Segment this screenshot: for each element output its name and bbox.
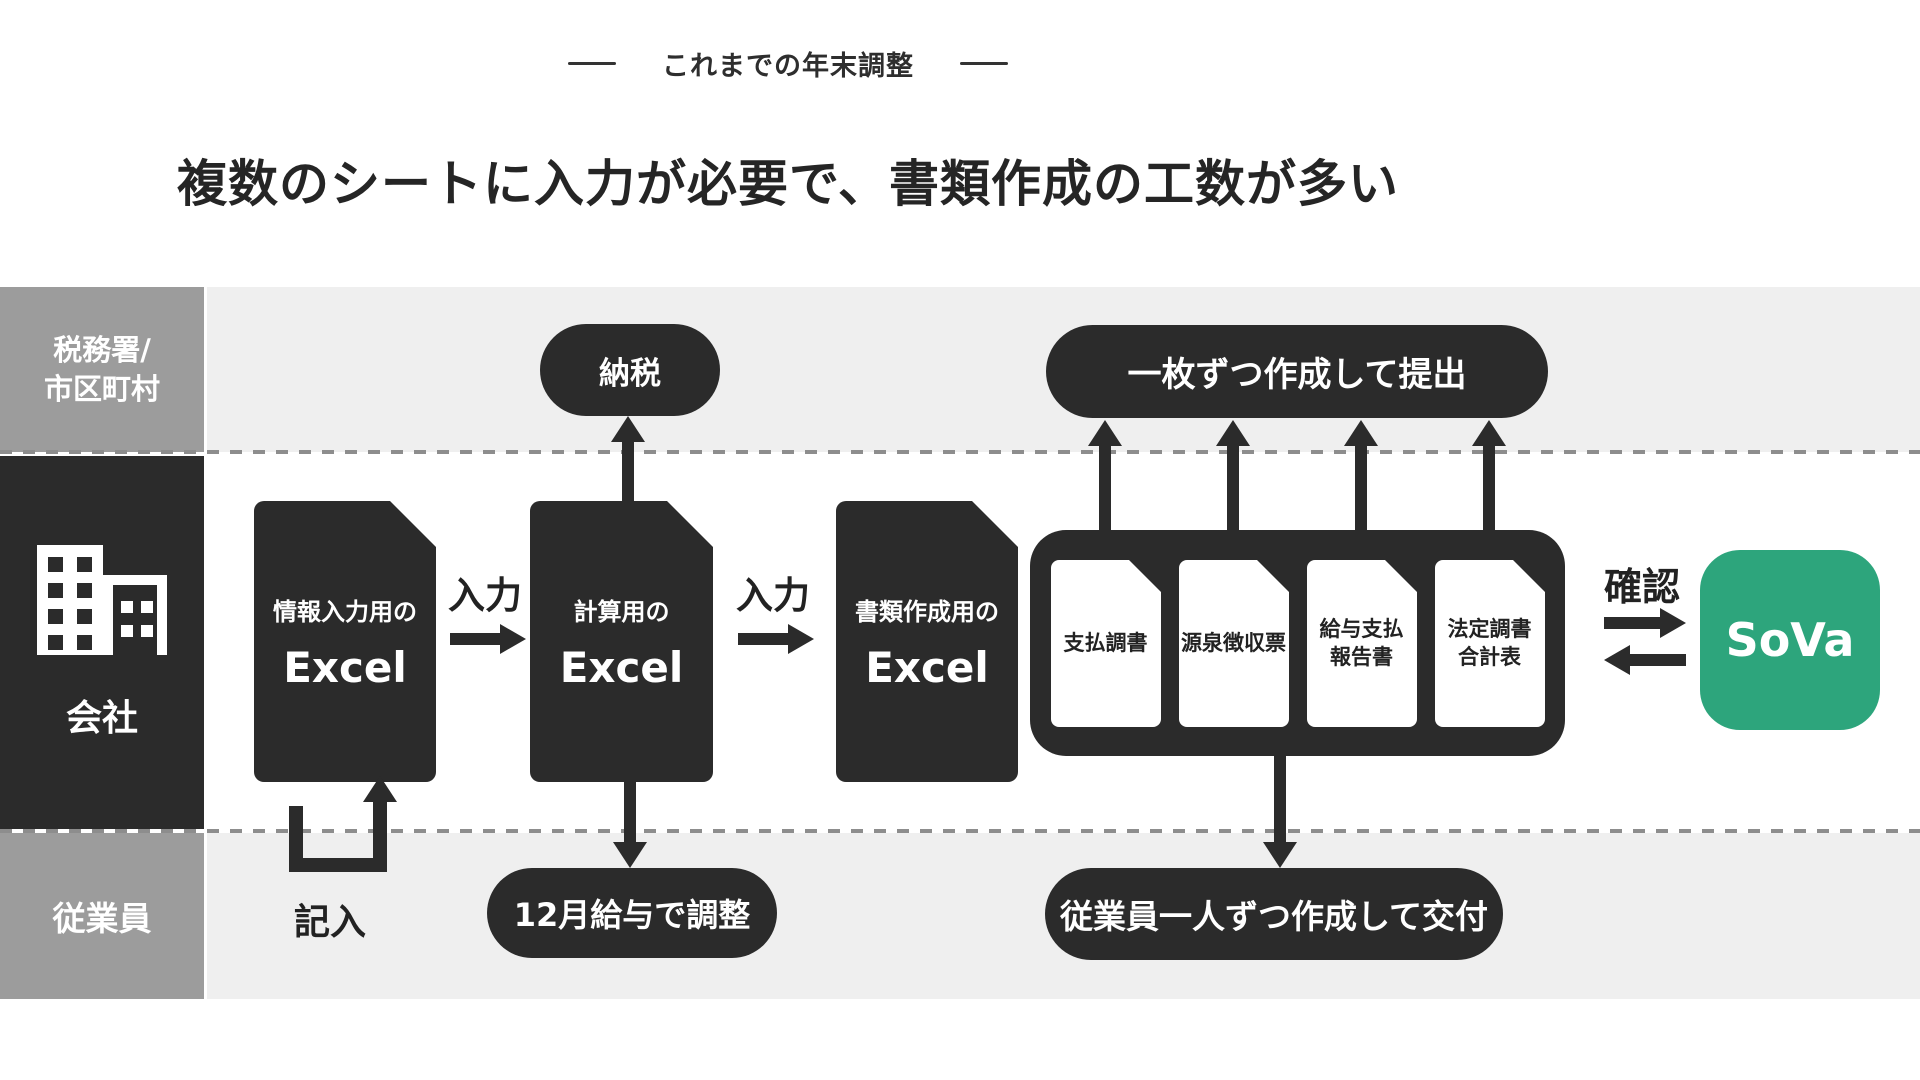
loop-right-shaft [373,800,387,872]
arrow-head-down [613,842,647,868]
page-fold-icon [1256,559,1289,592]
header: これまでの年末調整 [0,44,1576,82]
arrow-shaft [1604,617,1660,629]
document-gensen-choshuhyo: 源泉徴収票 [1178,559,1289,727]
excel-doc-line1: 書類作成用の [855,597,999,626]
tax-payment-label: 納税 [599,355,661,392]
page-fold-icon [390,501,436,547]
sidebar-company-label: 会社 [65,697,138,739]
header-dash-left [568,61,616,65]
arrow-head-up [1216,420,1250,446]
document-label: 給与支払 [1319,616,1404,641]
sidebar-row-tax-office: 税務署/ 市区町村 [0,287,204,452]
document-shiharai-chosho: 支払調書 [1050,559,1161,727]
sidebar-row-employee: 従業員 [0,833,204,999]
page-fold-icon [1128,559,1161,592]
document-label: 支払調書 [1063,630,1148,655]
arrow-head-right [1660,608,1686,638]
input-label-left: 入力 [448,574,522,617]
arrow-head-up [611,416,645,442]
confirm-label: 確認 [1603,565,1680,609]
adjust-pill: 12月給与で調整 [487,868,777,958]
documents-container: 支払調書 源泉徴収票 給与支払 報告書 法定調書 合計表 [1030,530,1565,756]
excel-input-line2: Excel [283,642,407,692]
arrow-head-up [363,776,397,802]
excel-input-line1: 情報入力用の [273,597,417,626]
sidebar-row-company: 会社 [0,456,204,829]
row-divider-top [0,450,1920,454]
arrow-shaft [1274,756,1286,844]
arrow-shaft [1355,444,1367,530]
document-kyuyo-shiharai-hokokusho: 給与支払 報告書 [1306,559,1417,727]
sidebar-employee-label: 従業員 [52,899,152,938]
page-fold-icon [1512,559,1545,592]
arrow-shaft [1483,444,1495,530]
sova-box: SoVa [1700,550,1880,730]
row-divider-bottom [0,829,1920,833]
submit-label: 一枚ずつ作成して提出 [1127,355,1467,395]
header-dash-right [960,61,1008,65]
document-label-line2: 合計表 [1458,645,1521,669]
excel-calc-box: 計算用の Excel [530,501,713,782]
deliver-label: 従業員一人ずつ作成して交付 [1059,897,1488,936]
arrow-head-up [1472,420,1506,446]
header-label: これまでの年末調整 [662,50,914,82]
sova-label: SoVa [1725,613,1855,667]
excel-calc-line2: Excel [559,642,684,692]
document-label: 法定調書 [1447,616,1532,641]
arrow-head-right [788,624,814,654]
arrow-head-down [1263,842,1297,868]
tax-payment-pill: 納税 [540,324,720,416]
arrow-head-left [1604,645,1630,675]
arrow-head-up [1088,420,1122,446]
arrow-shaft [738,633,788,645]
page-title: 複数のシートに入力が必要で、書類作成の工数が多い [177,155,1399,213]
input-label-right: 入力 [736,574,810,617]
arrow-shaft [1099,444,1111,530]
arrow-shaft [450,633,500,645]
page-fold-icon [667,501,713,547]
excel-input-box: 情報入力用の Excel [254,501,436,782]
adjust-label: 12月給与で調整 [513,896,751,934]
arrow-head-up [1344,420,1378,446]
arrow-shaft [624,782,636,844]
deliver-pill: 従業員一人ずつ作成して交付 [1045,868,1503,960]
document-label-line2: 報告書 [1330,645,1393,669]
page-fold-icon [1384,559,1417,592]
excel-doc-box: 書類作成用の Excel [836,501,1018,782]
loop-bottom-shaft [289,858,387,872]
document-hotei-chosho-gokeihyo: 法定調書 合計表 [1434,559,1545,727]
arrow-shaft [1630,654,1686,666]
arrow-shaft [622,440,634,501]
excel-doc-line2: Excel [865,642,989,692]
arrow-head-right [500,624,526,654]
document-label: 源泉徴収票 [1181,630,1286,655]
excel-calc-line1: 計算用の [573,597,670,626]
sidebar-tax-office-line2: 市区町村 [43,371,160,406]
sidebar-tax-office-line1: 税務署/ [53,333,151,368]
page-fold-icon [972,501,1018,547]
company-building-icon [37,544,167,655]
submit-pill: 一枚ずつ作成して提出 [1046,325,1548,418]
fill-in-label: 記入 [293,902,366,943]
loop-left-shaft [289,806,303,872]
arrow-shaft [1227,444,1239,530]
